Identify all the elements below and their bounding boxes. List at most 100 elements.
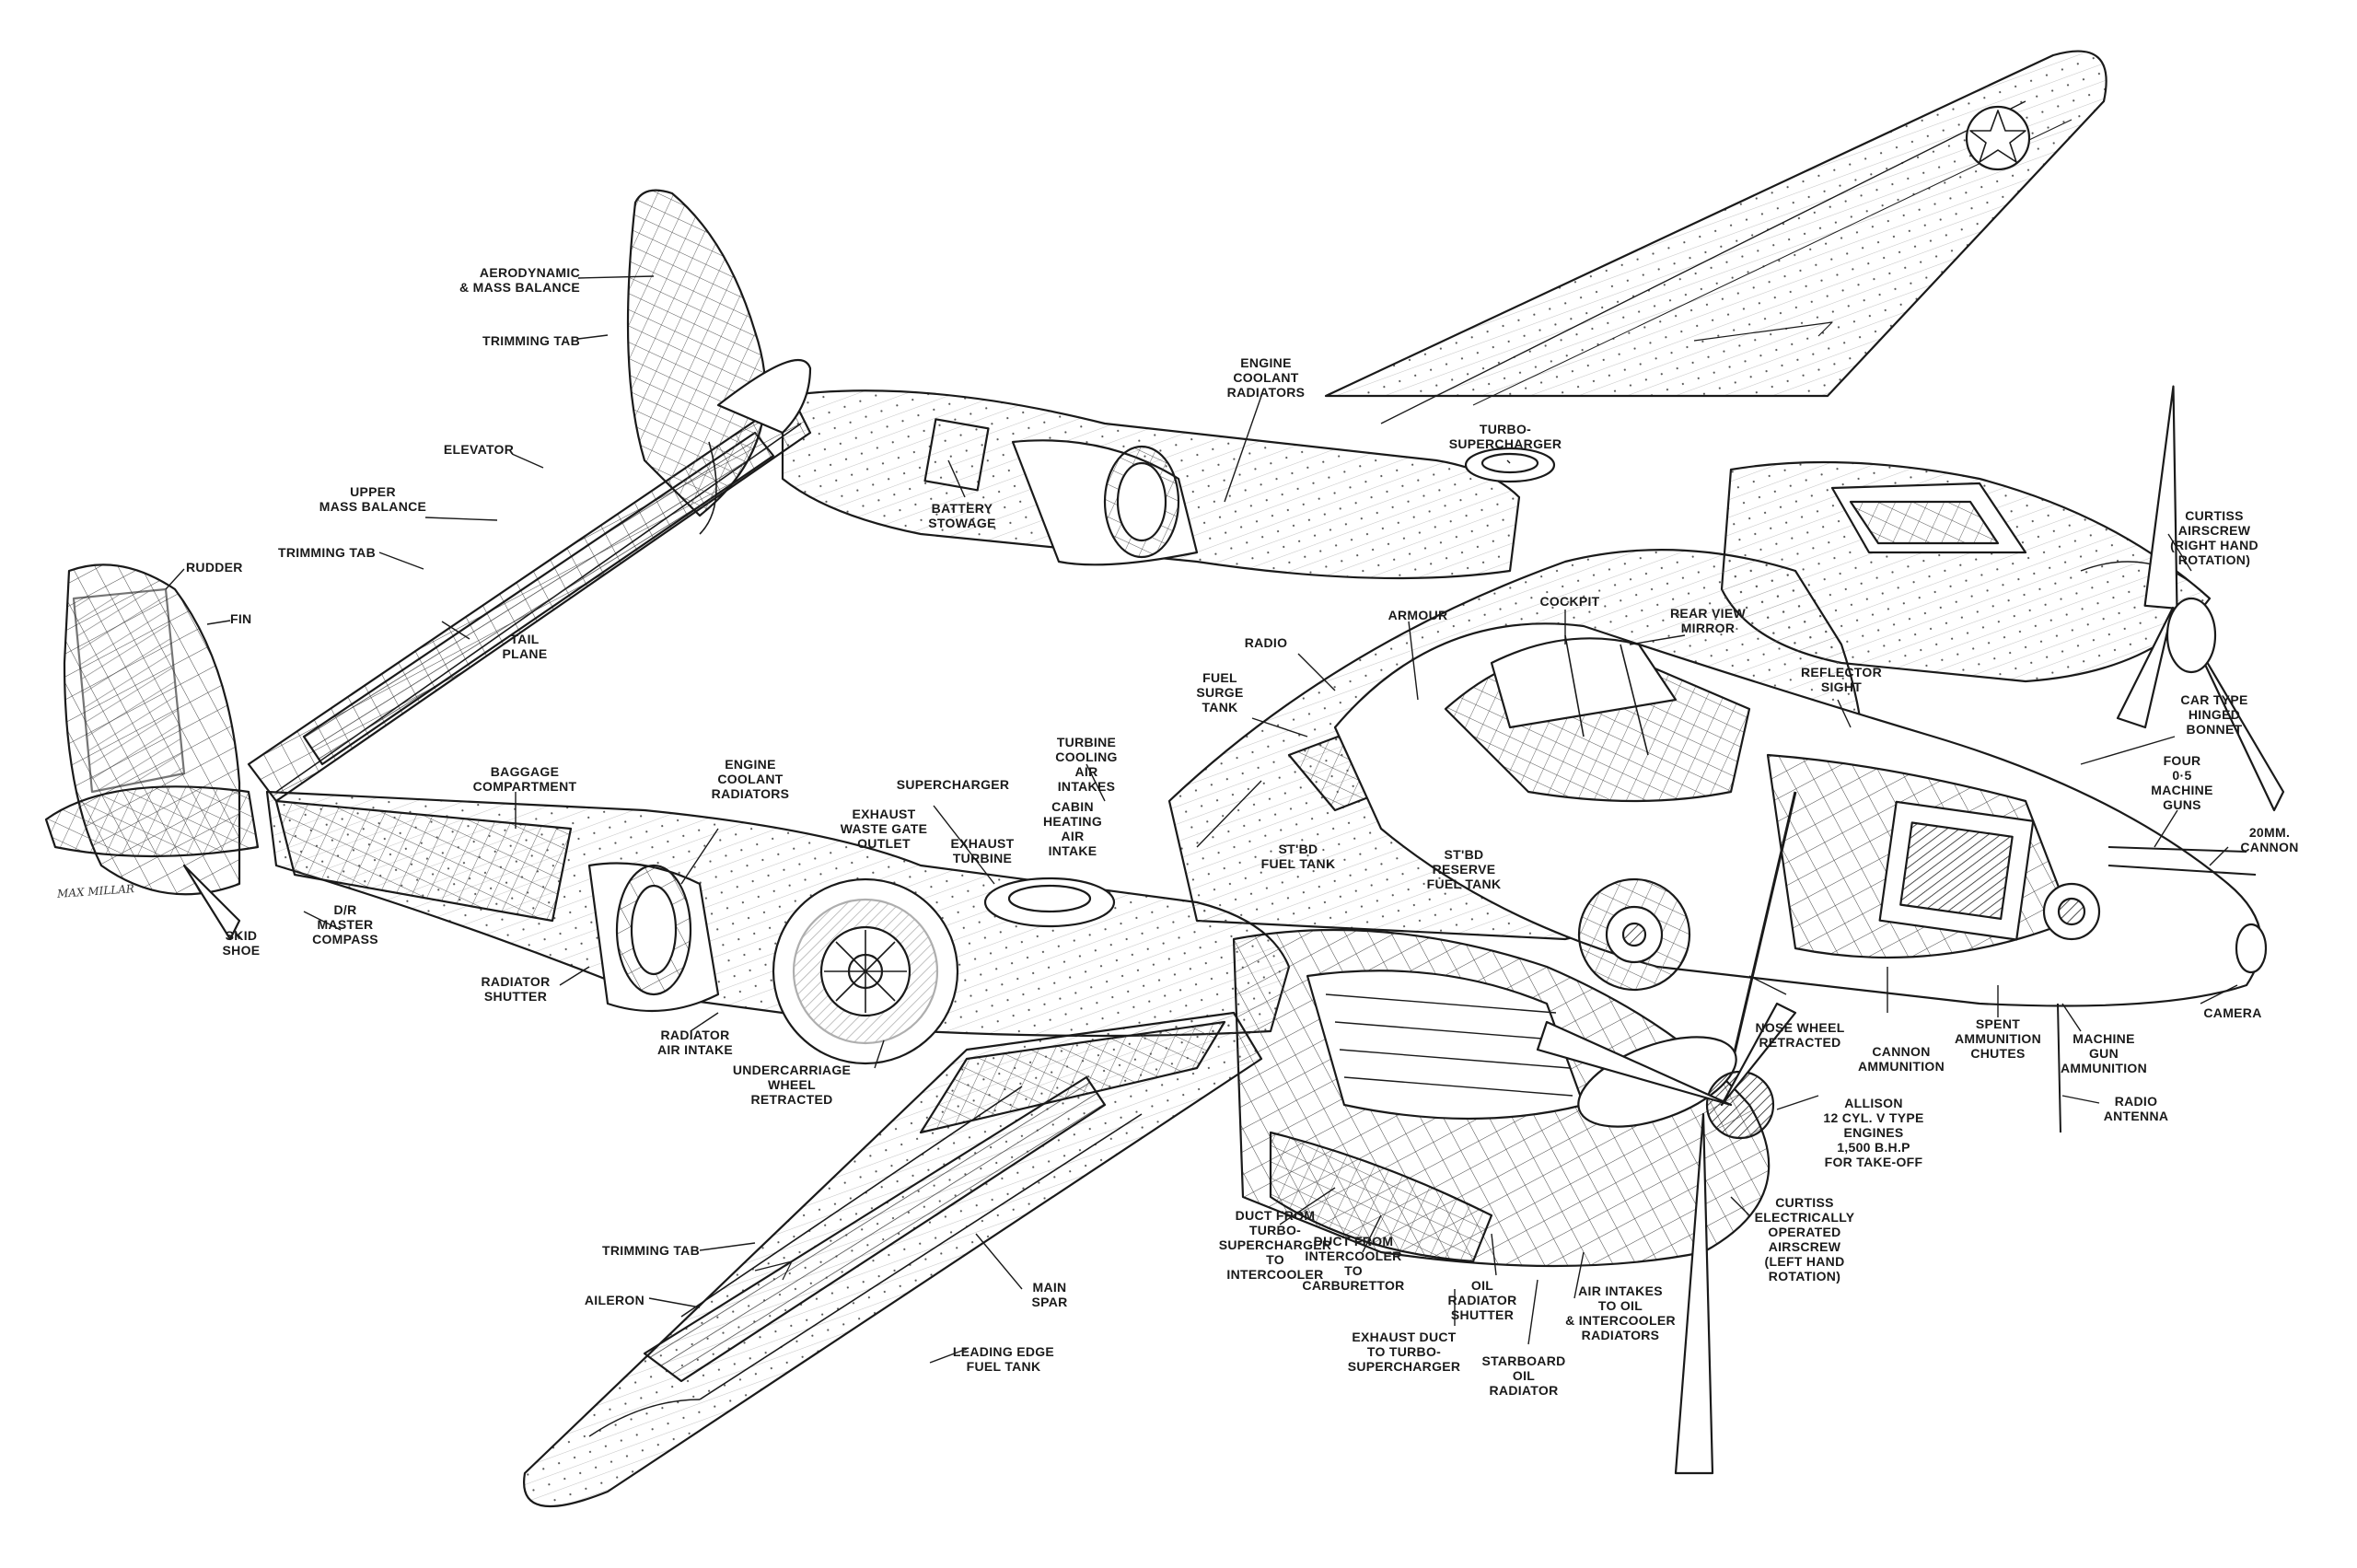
label-line: SHOE [222,943,261,958]
label-line: RADIO [1244,635,1288,650]
label-line: CAR TYPE [2180,692,2248,707]
label-line: BAGGAGE [490,764,560,779]
label-line: TURBINE [952,851,1013,865]
label-line: SHUTTER [1450,1307,1515,1322]
label-turbo-supercharger-top: TURBO-SUPERCHARGER [1446,422,1565,451]
label-line: COCKPIT [1539,594,1600,609]
label-line: AMMUNITION [2061,1061,2147,1075]
label-line: MASS BALANCE [319,499,427,514]
label-line: HEATING [1042,814,1103,829]
label-line: UNDERCARRIAGE [732,1063,852,1077]
label-camera: CAMERA [2200,1005,2265,1020]
label-line: COMPASS [312,932,378,947]
label-aerodynamic-mass-balance: AERODYNAMIC& MASS BALANCE [442,265,580,295]
label-line: MACHINE [2151,783,2213,797]
label-line: MACHINE [2073,1031,2135,1046]
label-line: WHEEL [767,1077,817,1092]
label-line: TURBO- [1479,422,1532,436]
label-line: RESERVE [1432,862,1496,877]
label-line: SHUTTER [483,989,548,1004]
label-trimming-tab-wing: TRIMMING TAB [571,1243,700,1258]
label-line: ARMOUR [1387,608,1448,622]
label-line: MAIN [1032,1280,1067,1295]
label-line: CURTISS [2185,508,2244,523]
label-line: 1,500 B.H.P [1837,1140,1910,1155]
label-line: RADIATORS [1226,385,1306,400]
label-trimming-tab-tail: TRIMMING TAB [460,333,580,348]
label-line: FOR TAKE-OFF [1824,1155,1923,1169]
label-line: ALLISON [1844,1096,1903,1110]
label-aileron: AILERON [571,1293,644,1307]
label-line: AIR INTAKE [656,1042,734,1057]
label-line: (LEFT HAND [1764,1254,1845,1269]
label-line: FUEL TANK [966,1359,1041,1374]
label-line: & INTERCOOLER [1565,1313,1676,1328]
label-line: RADIO [2114,1094,2158,1109]
label-line: CANNON [1872,1044,1931,1059]
label-line: CARBURETTOR [1302,1278,1405,1293]
label-line: TURBINE [1056,735,1117,749]
label-line: SUPERCHARGER [1218,1237,1332,1252]
label-line: FUEL [1202,670,1237,685]
label-line: RADIATORS [711,786,790,801]
label-line: TURBO- [1248,1223,1302,1237]
label-line: RADIATOR [660,1028,730,1042]
label-line: EXHAUST [852,807,916,821]
label-line: RADIATOR [481,974,551,989]
label-line: CAMERA [2203,1005,2262,1020]
label-line: TO TURBO- [1366,1344,1442,1359]
label-line: GUN [2088,1046,2119,1061]
label-line: & MASS BALANCE [459,280,580,295]
label-line: 0·5 [2172,768,2192,783]
label-line: BATTERY [931,501,993,516]
label-line: SKID [225,928,258,943]
label-line: COMPARTMENT [472,779,577,794]
label-line: ST'BD [1444,847,1484,862]
label-line: DUCT FROM [1313,1234,1394,1249]
label-line: SUPERCHARGER [1448,436,1562,451]
label-armour: ARMOUR [1381,608,1455,622]
label-line: 12 CYL. V TYPE [1823,1110,1924,1125]
label-line: AILERON [584,1293,644,1307]
label-line: HINGED [2188,707,2241,722]
label-line: RUDDER [186,560,243,575]
label-line: ENGINE [725,757,776,772]
label-line: TO OIL [1597,1298,1643,1313]
label-trimming-tab-plane: TRIMMING TAB [267,545,387,560]
label-line: ENGINE [1240,355,1292,370]
label-line: TRIMMING TAB [602,1243,700,1258]
label-line: DUCT FROM [1235,1208,1316,1223]
label-line: MASTER [317,917,374,932]
label-line: ELEVATOR [443,442,515,457]
label-line: AIR [1074,764,1098,779]
label-line: CANNON [2240,840,2299,854]
label-supercharger: SUPERCHARGER [893,777,1013,792]
label-line: FIN [230,611,252,626]
label-line: BONNET [2186,722,2243,737]
label-line: TRIMMING TAB [278,545,376,560]
label-line: COOLANT [1233,370,1299,385]
label-fin: FIN [230,611,267,626]
label-line: SPAR [1031,1295,1068,1309]
label-line: TO [1266,1252,1284,1267]
label-line: 20MM. [2248,825,2291,840]
label-elevator: ELEVATOR [433,442,525,457]
